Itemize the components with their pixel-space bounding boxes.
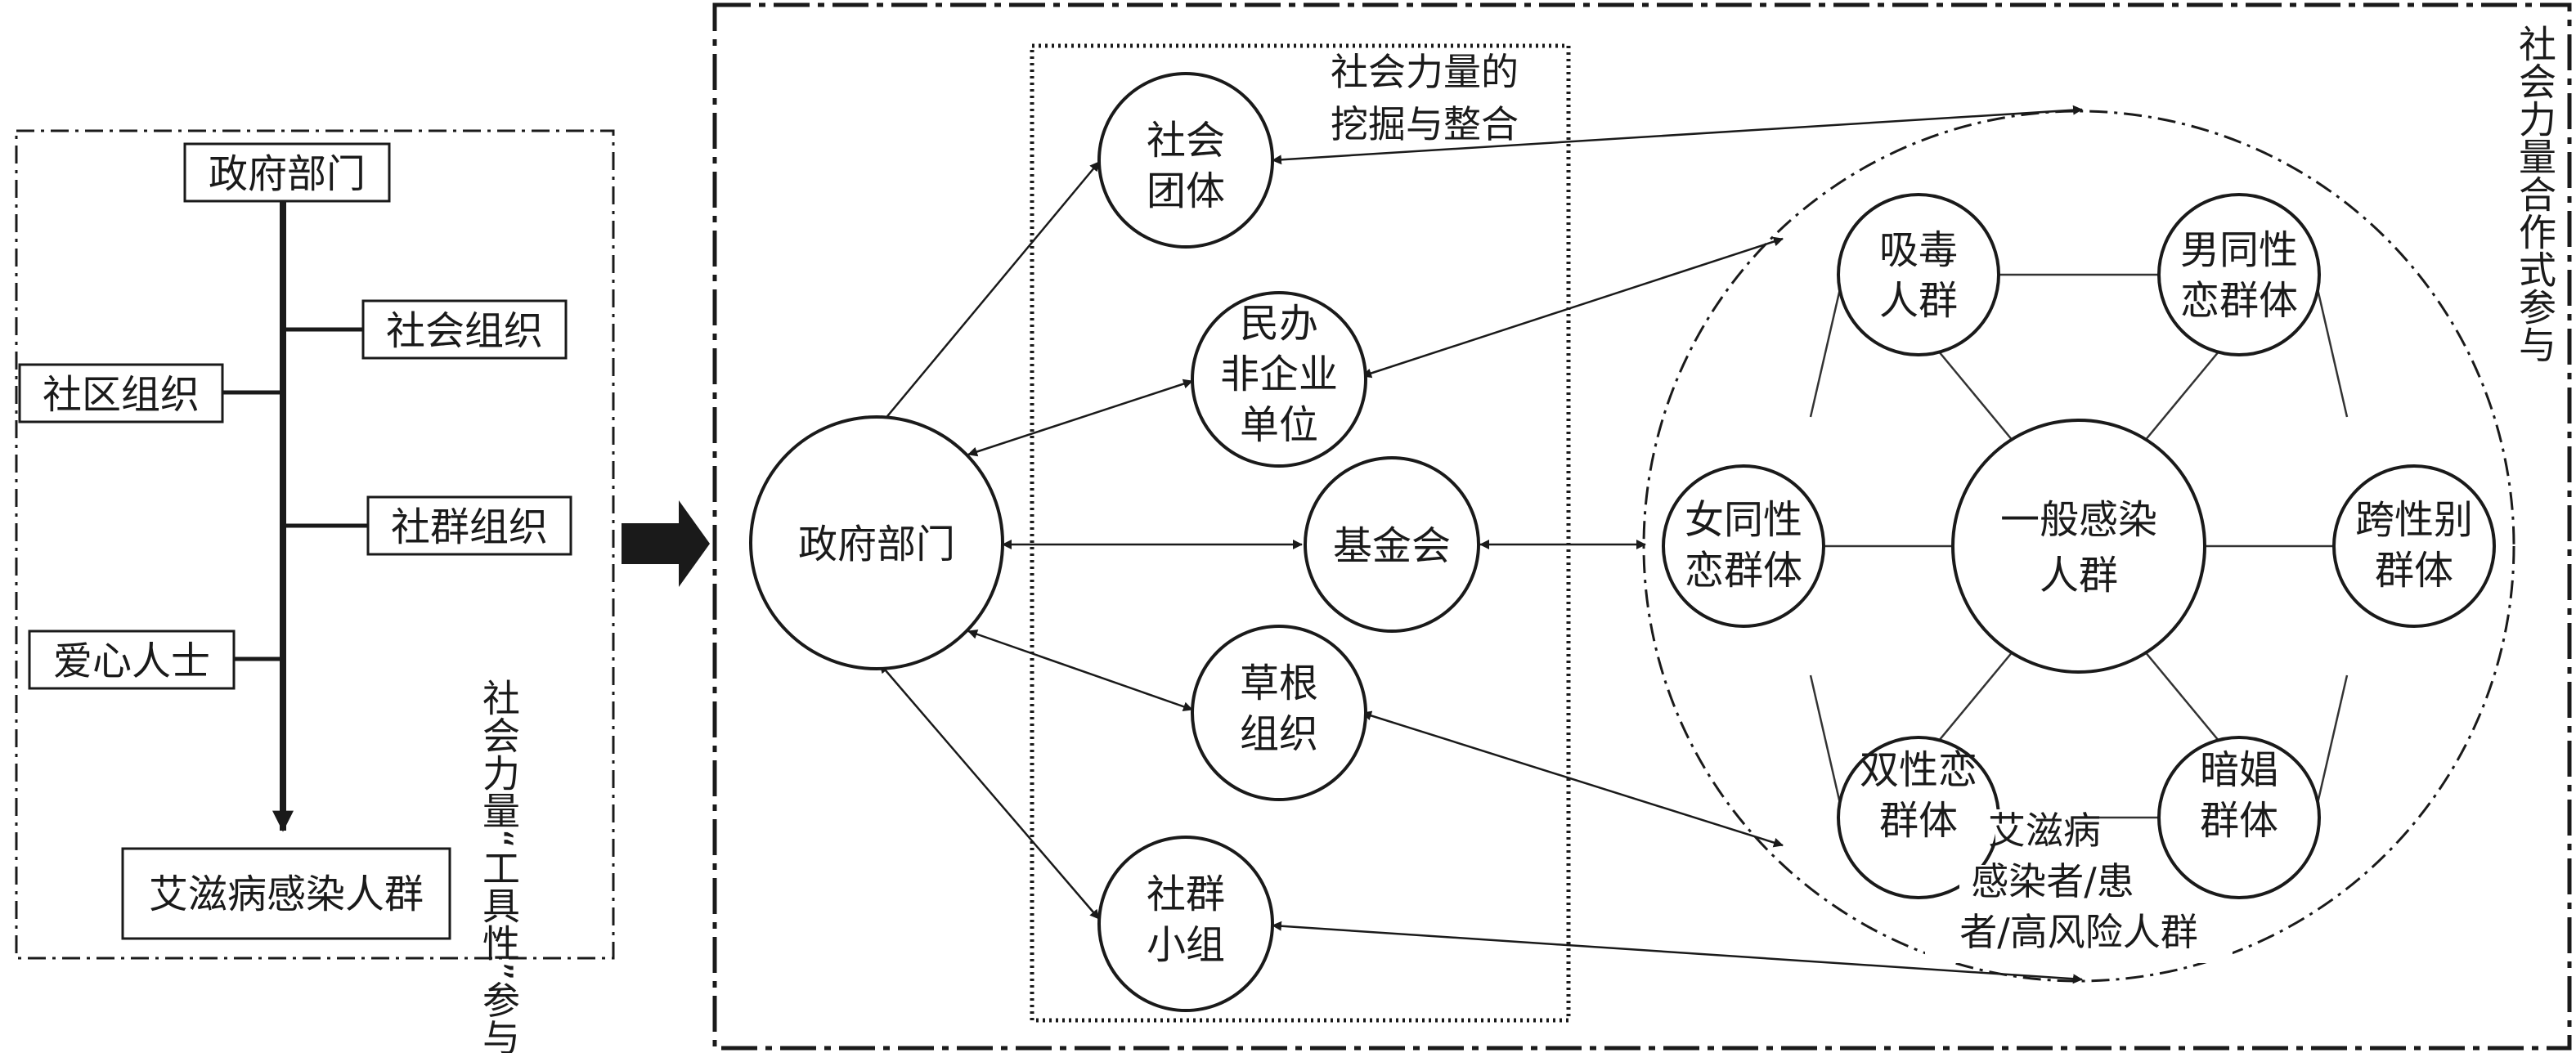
transition-arrow — [622, 500, 710, 587]
lesbian-label-1: 女同性 — [1685, 497, 1802, 543]
left-panel: 政府部门 社会组织 社区组织 社群组织 爱心人士 艾滋病感染人群 社会力量“工具… — [15, 129, 615, 1053]
community-org-label: 社区组织 — [43, 372, 200, 418]
bisexual-label-2: 群体 — [1879, 798, 1958, 844]
sex-workers-label-2: 群体 — [2200, 798, 2278, 844]
mining-label-1: 社会力量的 — [1331, 50, 1519, 94]
community-groups-label-1: 社群 — [1147, 872, 1225, 917]
volunteers-box — [28, 630, 236, 690]
msm-label-1: 男同性 — [2180, 227, 2298, 273]
population-label-2: 感染者/患 — [1971, 859, 2134, 903]
private-units-label-1: 民办 — [1240, 301, 1318, 347]
left-gov-label: 政府部门 — [209, 151, 366, 197]
private-units-node — [1191, 291, 1367, 468]
volunteers-label: 爱心人士 — [53, 639, 210, 684]
community-groups-label-2: 小组 — [1147, 922, 1225, 968]
mining-label-2: 挖掘与整合 — [1331, 102, 1519, 146]
grassroots-label-2: 组织 — [1240, 711, 1318, 757]
arrow-community-groups-population — [1272, 921, 2083, 984]
left-gov-box — [183, 142, 391, 203]
group-org-box — [366, 495, 572, 556]
arrow-grassroots-population — [1362, 710, 1784, 848]
drug-users-label-1: 吸毒 — [1879, 227, 1958, 273]
social-org-label: 社会组织 — [386, 308, 543, 354]
transgender-label-2: 群体 — [2375, 548, 2453, 594]
drug-users-node — [1837, 193, 2000, 356]
grassroots-node — [1191, 625, 1367, 801]
arrow-gov-grassroots — [967, 629, 1193, 712]
general-label-2: 人群 — [2040, 553, 2118, 598]
drug-users-label-2: 人群 — [1879, 278, 1958, 324]
msm-node — [2157, 193, 2321, 356]
private-units-label-3: 单位 — [1240, 402, 1318, 448]
transgender-label-1: 跨性别 — [2355, 497, 2473, 543]
arrow-gov-private-units — [967, 379, 1193, 457]
population-label: 艾滋病 感染者/患 者/高风险人群 — [1925, 809, 2233, 963]
bisexual-label-1: 双性恋 — [1860, 747, 1977, 793]
population-label-1: 艾滋病 — [1988, 809, 2101, 853]
lesbian-node — [1662, 464, 1825, 628]
right-panel: 政府部门 社会 团体 民办 非企业 单位 基金会 草根 组织 社群 小组 社会力… — [712, 2, 2572, 1051]
foundation-node — [1304, 456, 1480, 633]
social-org-box — [361, 299, 568, 360]
community-org-box — [18, 363, 224, 423]
left-panel-frame — [15, 129, 615, 960]
aids-population-label: 艾滋病感染人群 — [149, 872, 424, 917]
right-panel-frame — [712, 2, 2572, 1051]
general-node — [1951, 419, 2206, 674]
foundation-label: 基金会 — [1333, 523, 1451, 569]
arrow-gov-community-groups — [879, 663, 1100, 920]
lesbian-label-2: 恋群体 — [1685, 548, 1802, 594]
social-groups-label-2: 团体 — [1147, 168, 1225, 214]
aids-population-box — [121, 847, 451, 940]
sex-workers-label-1: 暗娼 — [2200, 747, 2278, 793]
population-label-3: 者/高风险人群 — [1959, 910, 2198, 954]
sex-workers-node — [2157, 736, 2321, 899]
group-org-label: 社群组织 — [391, 504, 548, 550]
arrow-gov-social-groups — [879, 161, 1100, 426]
community-groups-node — [1097, 836, 1274, 1012]
social-groups-label-1: 社会 — [1147, 118, 1225, 164]
transgender-node — [2332, 464, 2496, 628]
private-units-label-2: 非企业 — [1220, 352, 1338, 397]
social-forces-frame — [1030, 43, 1571, 1023]
gov-node — [749, 415, 1004, 670]
gov-node-label: 政府部门 — [798, 522, 955, 567]
cooperative-participation-label: 社会力量合作式参与 — [2513, 25, 2557, 363]
arrow-private-units-population — [1362, 236, 1784, 379]
grassroots-label-1: 草根 — [1240, 661, 1318, 706]
social-groups-node — [1097, 72, 1274, 249]
arrow-social-groups-population — [1272, 105, 2083, 165]
msm-label-2: 恋群体 — [2180, 278, 2298, 324]
general-label-1: 一般感染 — [2000, 497, 2157, 543]
instrumental-participation-label: 社会力量“工具性”参与 — [477, 679, 521, 1053]
